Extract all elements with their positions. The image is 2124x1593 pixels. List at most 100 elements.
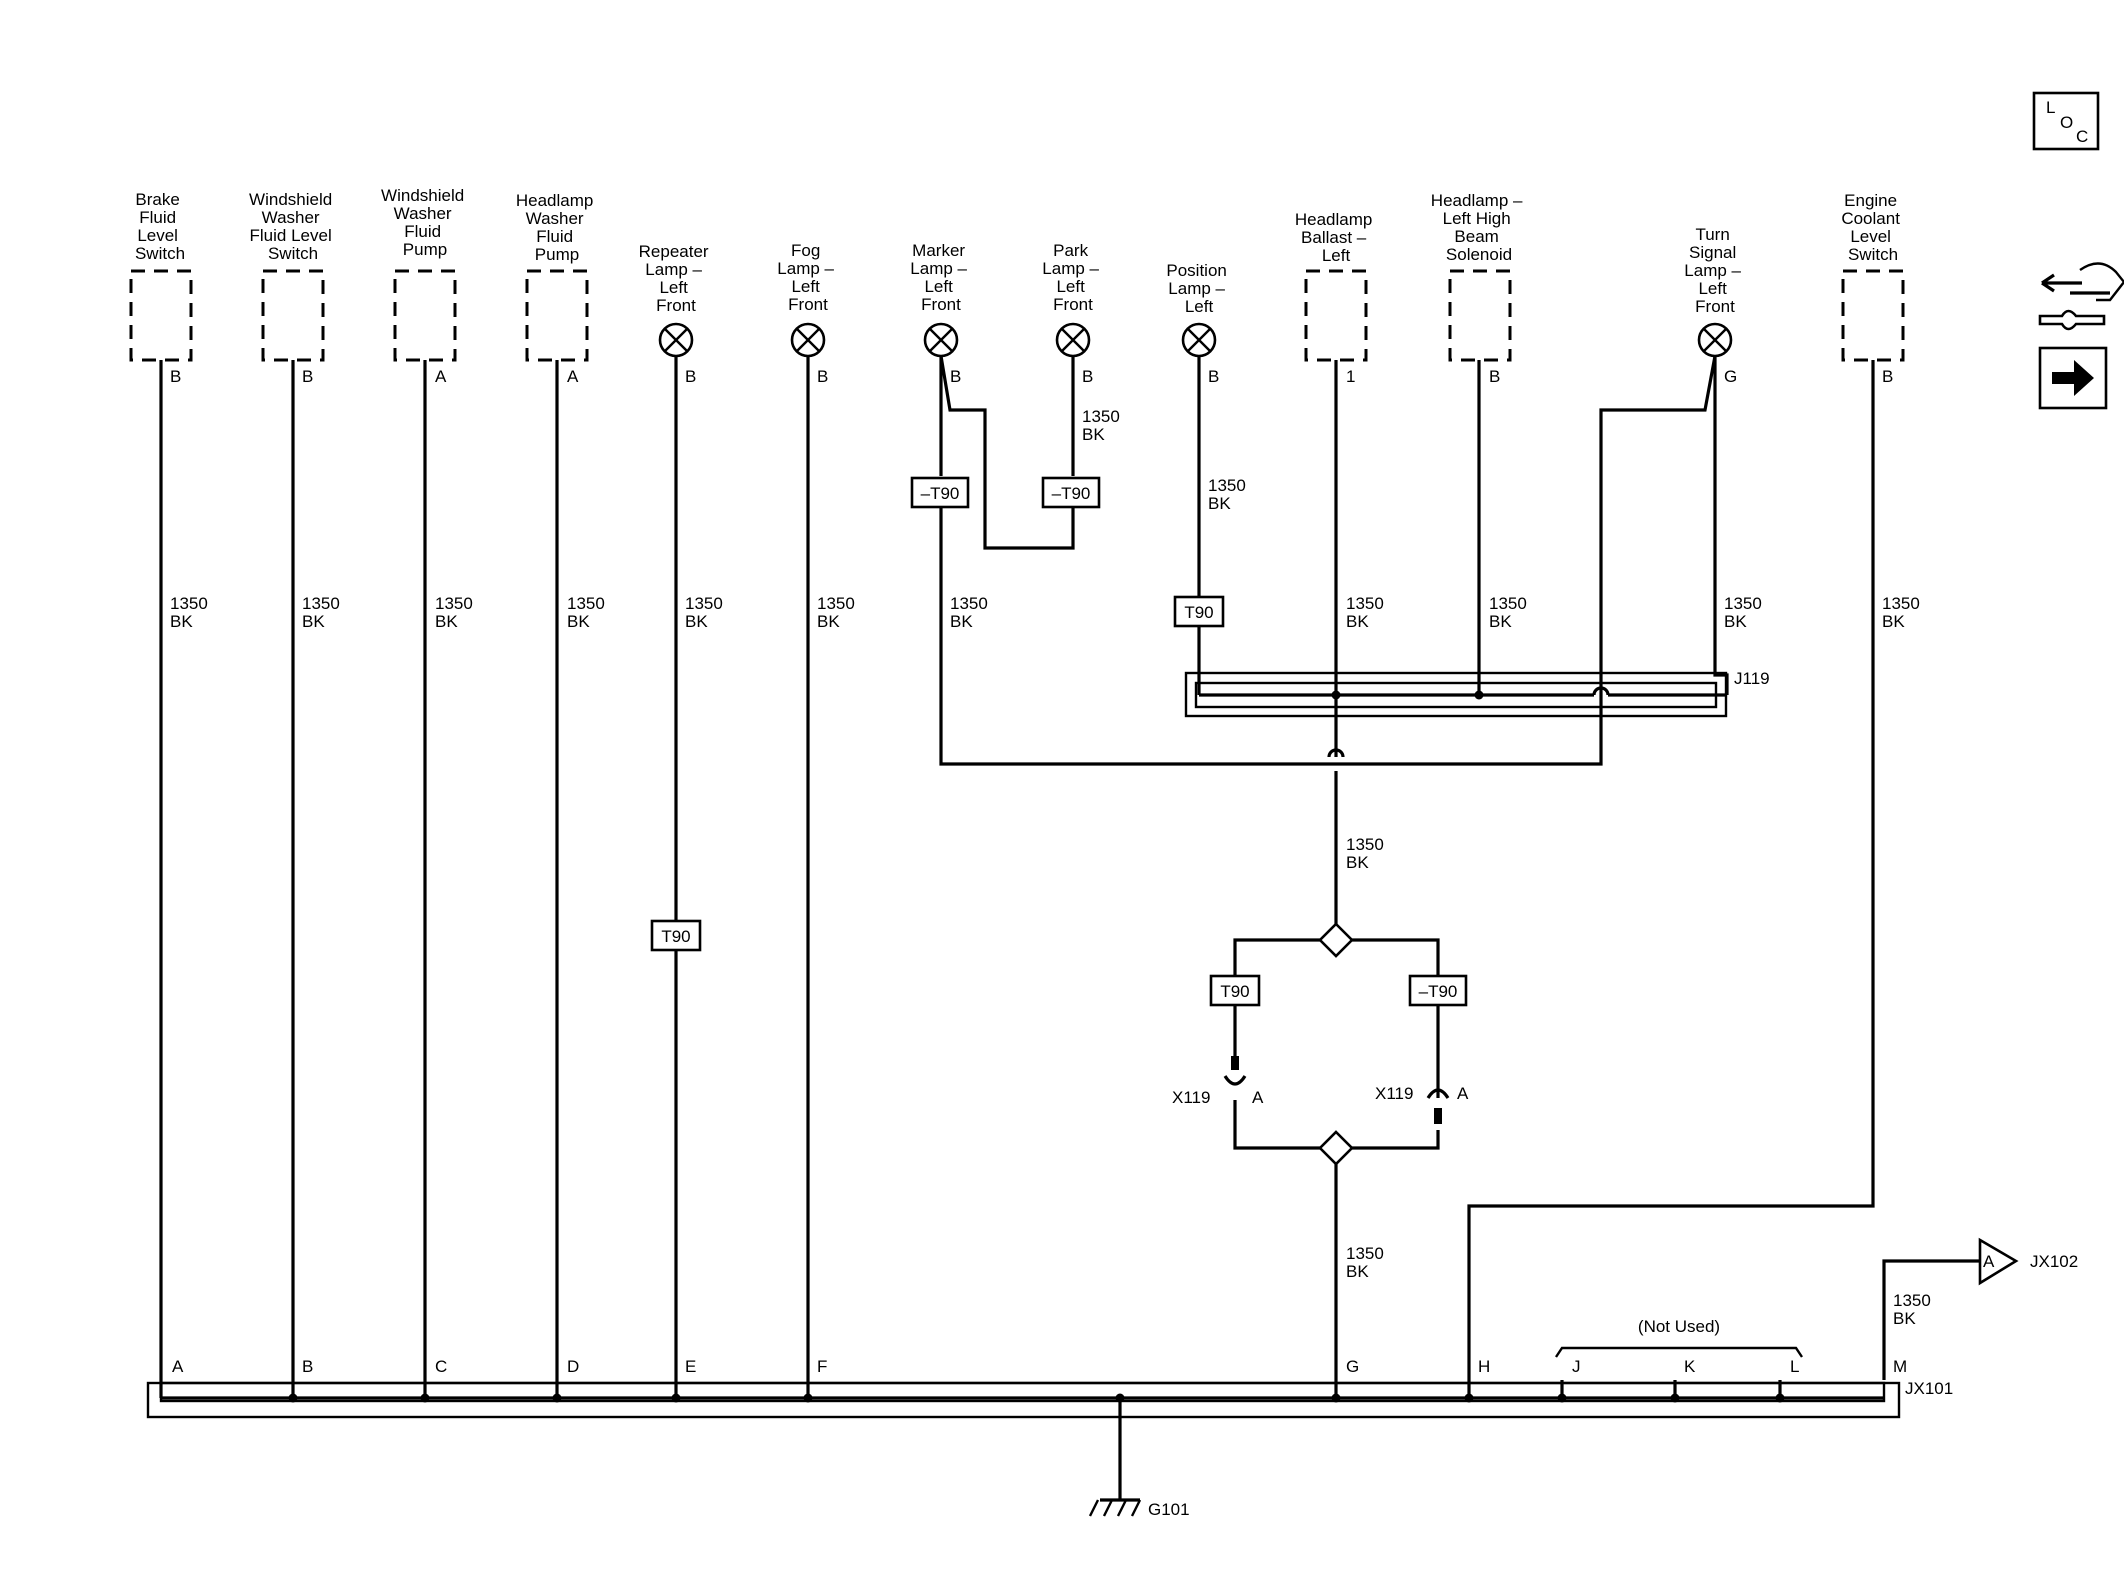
option-repeater-t90[interactable] [650,919,702,952]
x119-right-label: X119 [1375,1084,1413,1103]
svg-text:BK: BK [302,612,325,631]
ws-level-switch-box[interactable] [261,269,325,362]
coolant-switch-box[interactable] [1841,269,1905,362]
svg-text:BK: BK [1882,612,1905,631]
label-windshield-washer-pump: Windshield Washer Fluid Pump [381,186,469,259]
ground-g101-label: G101 [1148,1500,1190,1519]
svg-text:BK: BK [950,612,973,631]
connector-x119-right[interactable]: X119 A [1375,1084,1469,1124]
svg-text:1350: 1350 [1489,594,1527,613]
svg-text:1350: 1350 [435,594,473,613]
option-marker-not-t90[interactable] [910,476,970,509]
svg-text:BK: BK [1346,853,1369,872]
svg-text:1350: 1350 [1882,594,1920,613]
svg-text:BK: BK [1346,612,1369,631]
label-windshield-fluid-level-switch: Windshield Washer Fluid Level Switch [249,190,337,263]
wires [159,355,1980,1517]
label-fog-lamp: Fog Lamp – Left Front [777,241,838,314]
svg-text:B: B [1489,367,1500,386]
loc-letter-l: L [2046,98,2055,117]
position-lamp-icon[interactable] [1181,322,1217,358]
svg-text:1350: 1350 [1346,1244,1384,1263]
svg-text:BK: BK [817,612,840,631]
splice-pack-jx101[interactable]: JX101 A B C D E F G H J K L M [146,1357,1953,1419]
svg-text:F: F [817,1357,827,1376]
svg-text:1350: 1350 [1893,1291,1931,1310]
loc-icon[interactable]: L O C [2032,91,2100,151]
svg-text:1350: 1350 [817,594,855,613]
fog-lamp-icon[interactable] [790,322,826,358]
svg-text:B: B [1208,367,1219,386]
svg-text:B: B [1882,367,1893,386]
label-park-lamp: Park Lamp – Left Front [1042,241,1103,314]
connector-view-icon[interactable] [2038,262,2124,331]
label-brake-fluid-switch: Brake Fluid Level Switch [135,190,185,263]
label-turn-signal-lamp: Turn Signal Lamp – Left Front [1684,225,1745,316]
label-high-beam-solenoid: Headlamp – Left High Beam Solenoid [1431,191,1527,264]
component-labels: Brake Fluid Level Switch Windshield Wash… [135,186,1904,316]
marker-lamp-icon[interactable] [923,322,959,358]
svg-text:1: 1 [1346,367,1355,386]
svg-text:1350: 1350 [1208,476,1246,495]
repeater-lamp-icon[interactable] [658,322,694,358]
svg-text:T90: T90 [1184,603,1213,622]
svg-text:A: A [172,1357,184,1376]
svg-text:1350: 1350 [1346,835,1384,854]
svg-text:1350: 1350 [1724,594,1762,613]
svg-text:BK: BK [1489,612,1512,631]
svg-text:T90: T90 [661,927,690,946]
svg-text:BK: BK [1724,612,1747,631]
svg-text:1350: 1350 [685,594,723,613]
solenoid-box[interactable] [1448,269,1512,362]
svg-text:L: L [1790,1357,1799,1376]
turn-signal-lamp-icon[interactable] [1697,322,1733,358]
svg-text:K: K [1684,1357,1696,1376]
option-ballast-not-t90[interactable] [1408,974,1468,1007]
svg-text:1350: 1350 [1346,594,1384,613]
label-headlamp-washer-pump: Headlamp Washer Fluid Pump [516,191,598,264]
svg-text:H: H [1478,1357,1490,1376]
splice-j119[interactable]: J119 [1184,669,1770,718]
svg-text:B: B [302,1357,313,1376]
loc-letter-o: O [2060,113,2073,132]
x119-left-label: X119 [1172,1088,1210,1107]
connector-x119-left[interactable]: X119 A [1172,1056,1264,1107]
offpage-pin: A [1983,1252,1995,1271]
label-position-lamp: Position Lamp – Left [1166,261,1231,316]
svg-text:1350: 1350 [950,594,988,613]
svg-text:A: A [435,367,447,386]
option-ballast-t90[interactable] [1209,974,1261,1007]
splice-j119-label: J119 [1734,669,1770,688]
offpage-connector-jx102[interactable]: A JX102 [1978,1237,2078,1286]
ballast-box[interactable] [1304,269,1368,362]
svg-text:B: B [685,367,696,386]
loc-letter-c: C [2076,127,2088,146]
top-pin-labels: B B A A B B B B B 1 B G B [170,367,1893,386]
hl-pump-box[interactable] [525,269,589,362]
svg-text:BK: BK [1893,1309,1916,1328]
svg-text:G: G [1724,367,1737,386]
svg-text:A: A [567,367,579,386]
svg-text:BK: BK [1082,425,1105,444]
svg-text:D: D [567,1357,579,1376]
svg-text:M: M [1893,1357,1907,1376]
label-repeater-lamp: Repeater Lamp – Left Front [639,242,714,315]
not-used-bracket: (Not Used) [1555,1317,1803,1358]
svg-text:1350: 1350 [170,594,208,613]
lamp-symbols [658,322,1733,358]
park-lamp-icon[interactable] [1055,322,1091,358]
svg-text:BK: BK [567,612,590,631]
x119-left-pin: A [1252,1088,1264,1107]
ws-pump-box[interactable] [393,269,457,362]
svg-text:E: E [685,1357,696,1376]
brake-fluid-switch-box[interactable] [129,269,193,362]
option-diamonds [1318,922,1354,1166]
label-engine-coolant-switch: Engine Coolant Level Switch [1841,191,1904,264]
option-position-t90[interactable] [1173,595,1225,628]
svg-text:BK: BK [170,612,193,631]
next-page-arrow-icon[interactable] [2038,346,2108,410]
jx101-label: JX101 [1905,1379,1953,1398]
option-boxes: –T90 –T90 T90 T90 T90 –T90 [650,476,1468,1007]
option-park-not-t90[interactable] [1041,476,1101,509]
